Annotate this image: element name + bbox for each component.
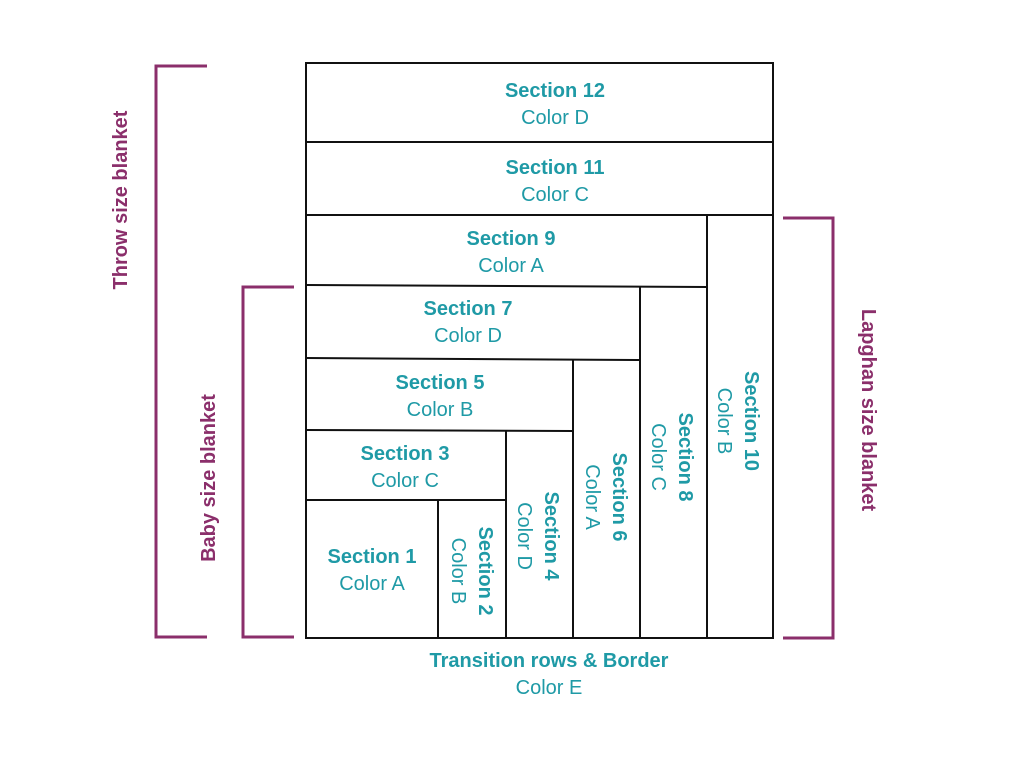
section-9-title: Section 9 — [467, 228, 556, 250]
section-10-color: Color B — [713, 388, 735, 455]
section-11-color: Color C — [521, 184, 589, 206]
section-8-title: Section 8 — [674, 413, 696, 502]
section-5-color: Color B — [407, 399, 474, 421]
section-3-color: Color C — [371, 470, 439, 492]
section-3-title: Section 3 — [361, 443, 450, 465]
divider-7-5 — [305, 357, 641, 361]
throw-bracket — [154, 64, 207, 639]
section-grid — [305, 62, 774, 639]
section-7-title: Section 7 — [424, 298, 513, 320]
throw-size-label: Throw size blanket — [110, 110, 132, 289]
section-12-title: Section 12 — [505, 80, 605, 102]
border-title: Transition rows & Border — [430, 650, 669, 672]
outer-frame — [305, 62, 774, 639]
section-1-title: Section 1 — [328, 546, 417, 568]
lapghan-size-label: Lapghan size blanket — [857, 309, 879, 512]
section-8-color: Color C — [647, 423, 669, 491]
section-5-title: Section 5 — [396, 372, 485, 394]
section-10-title: Section 10 — [740, 371, 762, 471]
section-2-title: Section 2 — [474, 527, 496, 616]
section-6-title: Section 6 — [608, 453, 630, 542]
lapghan-bracket — [783, 216, 835, 640]
baby-size-label: Baby size blanket — [198, 394, 220, 562]
section-4-color: Color D — [513, 502, 535, 570]
divider-5-3 — [305, 429, 574, 432]
section-12-color: Color D — [521, 107, 589, 129]
baby-bracket — [241, 285, 294, 639]
divider-9-7 — [305, 284, 708, 288]
section-1-color: Color A — [339, 573, 405, 595]
section-6-color: Color A — [581, 464, 603, 530]
border-color: Color E — [516, 677, 583, 699]
section-7-color: Color D — [434, 325, 502, 347]
section-2-color: Color B — [447, 538, 469, 605]
section-11-title: Section 11 — [506, 157, 605, 179]
section-4-title: Section 4 — [540, 492, 562, 582]
section-9-color: Color A — [478, 255, 544, 277]
